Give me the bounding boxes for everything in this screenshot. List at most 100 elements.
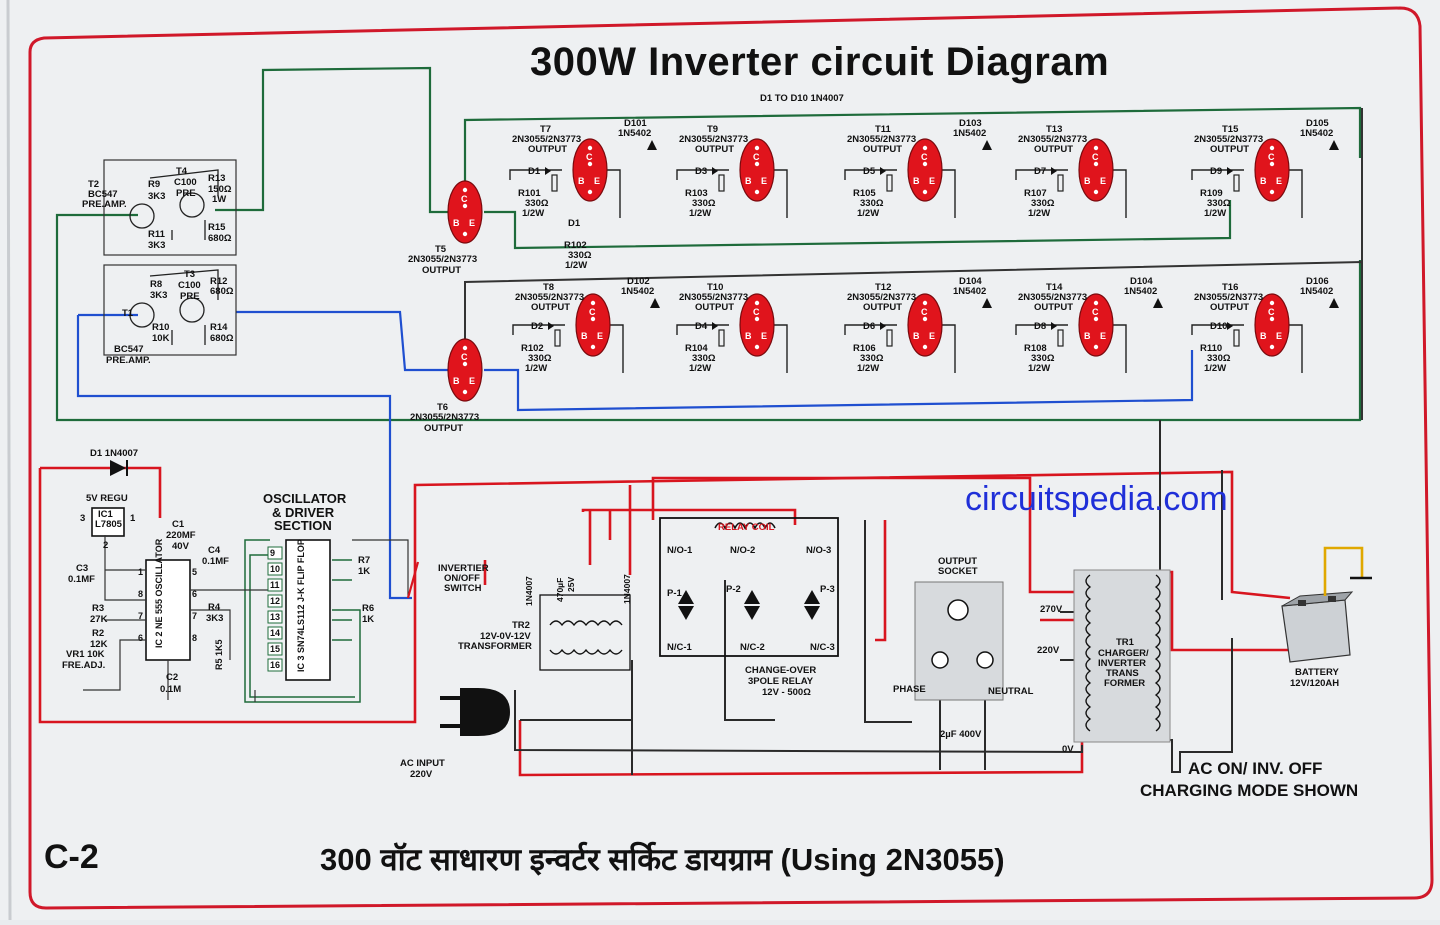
power-diode-symbol (982, 298, 992, 308)
resistor-value: 330Ω (1207, 198, 1231, 209)
r4-value: 3K3 (206, 613, 223, 624)
stage1-t11-device-pin-c: C (921, 152, 928, 162)
stage1-t13-device-body (1078, 138, 1114, 202)
diode-note: D1 TO D10 1N4007 (760, 93, 844, 104)
driver-t5-mount-hole (462, 187, 468, 193)
tr1-0v: 0V (1062, 744, 1074, 755)
t3-role: PRE (180, 291, 200, 302)
tr2-type: TRANSFORMER (458, 641, 532, 652)
stage1-t9-device-body (739, 138, 775, 202)
tr2-cap-value: 470µF (555, 578, 565, 602)
resistor-power: 1/2W (522, 208, 544, 219)
stage1-t13-device-mount-hole (1093, 145, 1099, 151)
ic3-pin-number: 9 (270, 548, 275, 558)
transistor-id: T10 (707, 282, 723, 293)
resistor-label: R106 (853, 343, 876, 354)
base-resistor-symbol (551, 174, 558, 192)
ic1-box (91, 507, 125, 537)
r7-value: 1K (358, 566, 370, 577)
stage2-wire-2 (844, 324, 956, 373)
r13-power: 1W (212, 194, 226, 205)
r10-value: 10K (152, 333, 170, 344)
website-label[interactable]: circuitspedia.com (965, 480, 1228, 518)
r10-label: R10 (152, 322, 169, 333)
resistor-value: 330Ω (1031, 198, 1055, 209)
resistor-power: 1/2W (857, 208, 879, 219)
inverter-switch-lever[interactable] (406, 561, 420, 599)
base-resistor-symbol (1233, 174, 1240, 192)
stage1-t9-device-pin-b: B (745, 176, 752, 186)
ic1-pin-label-left: 3 (80, 513, 85, 524)
oscillator-wiring (83, 535, 409, 702)
relay-p-3: P-3 (820, 584, 835, 595)
resistor-label: R105 (853, 188, 876, 199)
stage2-t10-device-mount-hole (754, 344, 760, 350)
ic2-pin-number: 7 (138, 611, 143, 621)
resistor-label: R104 (685, 343, 708, 354)
ac-plug-pins (440, 696, 460, 728)
relay-nc-2: N/C-2 (740, 642, 765, 653)
transistor-model: 2N3055/2N3773 (679, 134, 748, 145)
r9-value: 3K3 (148, 191, 165, 202)
ic3-pin-number: 14 (270, 628, 280, 638)
stray-d1-label: D1 (568, 218, 581, 229)
stage1-t13-device-pin-e: E (1100, 176, 1106, 186)
resistor-value: 330Ω (860, 353, 884, 364)
battery-lead-yellow (1323, 546, 1364, 596)
stage1-t15-device-pin-b: B (1260, 176, 1267, 186)
stage1-t13-device-mount-hole (1093, 189, 1099, 195)
resistor-power: 1/2W (857, 363, 879, 374)
ic3-pin-number: 10 (270, 564, 280, 574)
small-diode-label: D5 (863, 166, 876, 177)
tr1-secondary-winding (1154, 574, 1161, 732)
resistor-power: 1/2W (689, 208, 711, 219)
r15-value: 680Ω (208, 233, 232, 244)
r5-label: R5 1K5 (214, 639, 224, 670)
stage1-wire-1 (676, 169, 788, 218)
t3-symbol (179, 297, 205, 323)
d1-diode-label: D1 1N4007 (90, 448, 138, 459)
relay-contacts (678, 590, 820, 620)
transistor-model: 2N3055/2N3773 (1018, 134, 1087, 145)
driver-t6-mount-hole (462, 345, 468, 351)
resistor-power: 1/2W (1028, 363, 1050, 374)
stage2-wire-4 (1191, 324, 1303, 373)
small-diode-label: D8 (1034, 321, 1046, 332)
stage1-t13-device-pin-c: C (1092, 152, 1099, 162)
transistor-role: OUTPUT (1034, 144, 1073, 155)
stage1-t7-device-mount-hole (587, 161, 593, 167)
transistor-model: 2N3055/2N3773 (1194, 292, 1263, 303)
transistor-id: T12 (875, 282, 891, 293)
small-diode-label: D4 (695, 321, 708, 332)
stage2-t12-device-pin-b: B (913, 331, 920, 341)
green-wiring (55, 66, 1362, 422)
c3-label: C3 (76, 563, 88, 574)
socket-cap-label: 2µF 400V (940, 729, 982, 740)
stage1-t11-device-pin-e: E (929, 176, 935, 186)
relay-coil-label: RELAY COIL (718, 522, 775, 533)
r2-label: R2 (92, 628, 104, 639)
stage1-t11-device-pin-b: B (913, 176, 920, 186)
driver-t6-pin-e: E (469, 376, 475, 386)
resistor-label: R110 (1200, 343, 1222, 354)
t1-model: BC547 (114, 344, 144, 355)
ic3-label: IC 3 SN74LS112 J-K FLIP FLOP (296, 539, 306, 672)
driver-t6-mount-hole (462, 389, 468, 395)
resistor-value: 330Ω (528, 353, 552, 364)
ic3-box (285, 539, 331, 681)
small-diode-symbol (1051, 167, 1057, 175)
battery-icon (1281, 591, 1354, 663)
small-diode-symbol (880, 322, 886, 330)
ic2-pin-number: 8 (138, 589, 143, 599)
r3-label: R3 (92, 603, 104, 614)
small-diode-symbol (545, 167, 551, 175)
ic-blocks (91, 507, 331, 681)
